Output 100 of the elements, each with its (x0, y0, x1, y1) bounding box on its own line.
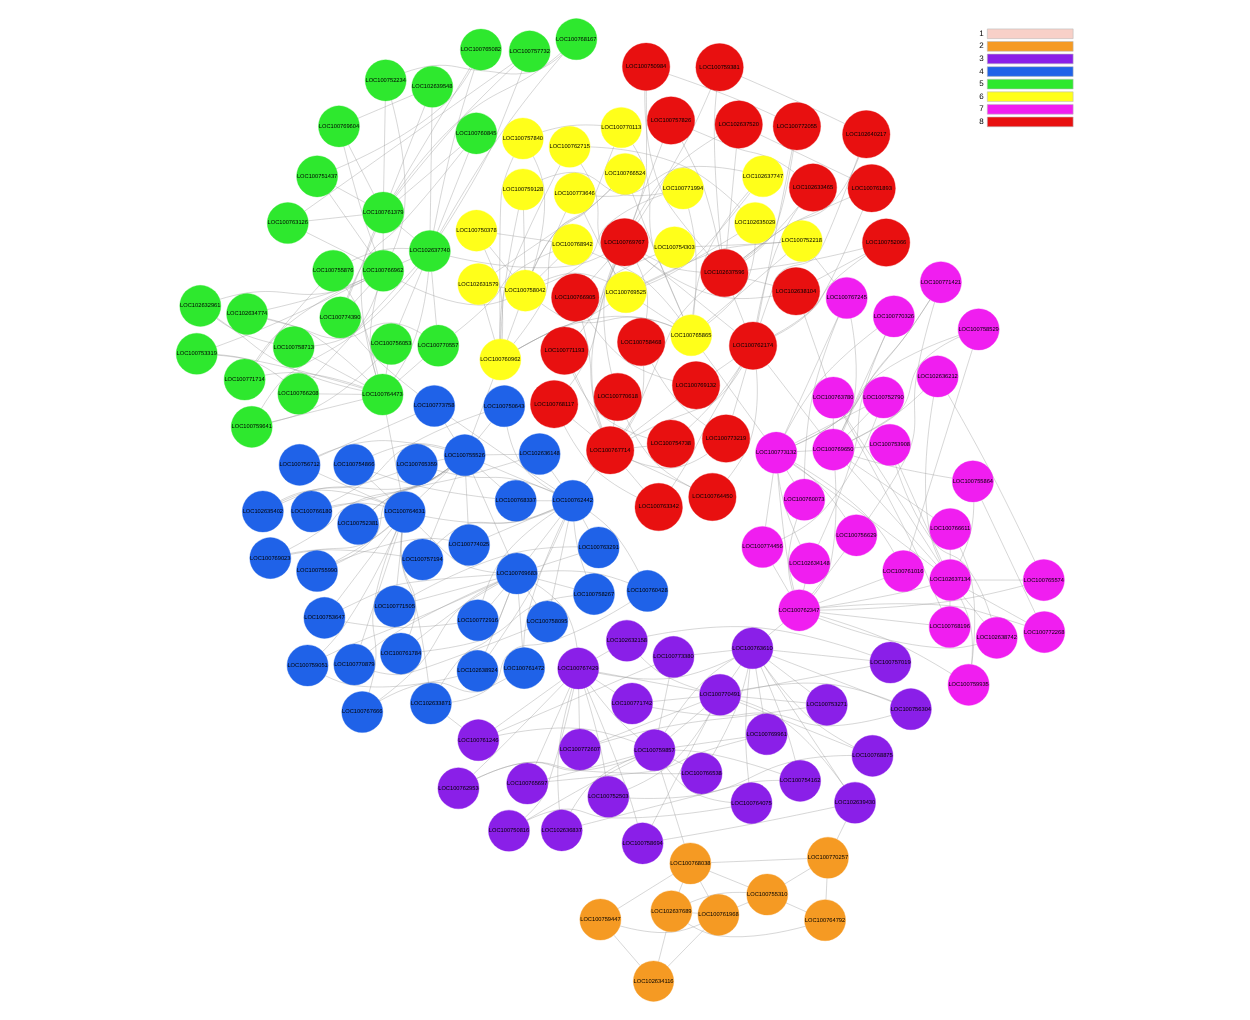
connector (946, 394, 1035, 562)
connector (270, 359, 377, 423)
connector (312, 267, 418, 347)
connector (429, 473, 457, 541)
connector (746, 278, 773, 286)
connector (399, 532, 415, 636)
connector (263, 372, 363, 388)
connector (571, 372, 647, 439)
connector (580, 320, 602, 428)
connector (632, 90, 646, 221)
connector (731, 368, 746, 416)
connector (787, 518, 796, 591)
connector (589, 259, 608, 280)
connector (345, 149, 463, 299)
connector (522, 209, 525, 271)
connector (400, 258, 411, 263)
connector (740, 76, 844, 124)
connector (496, 664, 654, 733)
connector (754, 668, 763, 715)
connector (738, 702, 853, 749)
connector (516, 316, 672, 350)
connector (588, 511, 638, 573)
connector (265, 318, 421, 339)
connector (713, 90, 721, 250)
connector (310, 356, 364, 386)
connector (842, 415, 941, 609)
connector (680, 141, 719, 250)
connector (562, 425, 637, 498)
connector (651, 696, 699, 702)
connector (418, 526, 496, 573)
connector (594, 650, 609, 659)
connector (671, 759, 683, 765)
connector (218, 280, 365, 300)
connector (512, 211, 565, 344)
connector (794, 335, 958, 446)
connector (785, 470, 793, 483)
connector (631, 193, 683, 317)
connector (439, 592, 509, 686)
connector (517, 593, 522, 648)
connector (618, 923, 700, 933)
connector (706, 243, 755, 324)
connector (840, 335, 885, 431)
connector (347, 144, 374, 195)
connector (289, 549, 402, 557)
connector (279, 468, 449, 502)
connector (470, 378, 493, 437)
connector (602, 263, 613, 375)
connector (266, 278, 364, 310)
connector (725, 148, 736, 250)
connector (894, 464, 991, 619)
connector (616, 874, 673, 909)
connector (643, 242, 781, 284)
connector (334, 525, 389, 562)
connector (531, 156, 544, 272)
connector (352, 333, 417, 394)
connector (764, 472, 773, 527)
connector (643, 254, 700, 273)
connector (359, 230, 376, 376)
connector (813, 256, 834, 282)
connector (215, 354, 283, 380)
connector (531, 146, 614, 272)
connector (776, 473, 800, 546)
connector (824, 877, 827, 900)
connector (346, 231, 375, 299)
connector (556, 687, 572, 811)
connector (794, 299, 930, 446)
connector (967, 589, 1026, 623)
connector (743, 149, 793, 261)
connector (812, 470, 836, 596)
connector (597, 702, 701, 743)
connector (335, 528, 392, 602)
connector (631, 142, 662, 221)
connector (287, 467, 448, 550)
connector (307, 214, 362, 221)
connector (525, 759, 636, 821)
connector (486, 508, 554, 538)
connector (526, 590, 536, 605)
connector (767, 623, 783, 636)
connector (631, 144, 683, 317)
connector (846, 412, 869, 435)
connector (644, 192, 750, 286)
connector (579, 163, 615, 275)
connector (958, 502, 974, 562)
connector (317, 473, 386, 504)
connector (449, 417, 555, 490)
connector (623, 287, 706, 432)
connector (317, 393, 362, 395)
connector (817, 617, 977, 649)
connector (793, 406, 865, 444)
connector (399, 532, 428, 684)
connector (625, 418, 690, 488)
connector (372, 628, 528, 675)
connector (791, 464, 934, 568)
connector (535, 578, 574, 589)
connector (687, 208, 696, 316)
connector (692, 650, 732, 655)
connector (793, 462, 894, 553)
connector (699, 881, 708, 897)
connector (478, 468, 500, 488)
connector (215, 317, 362, 391)
